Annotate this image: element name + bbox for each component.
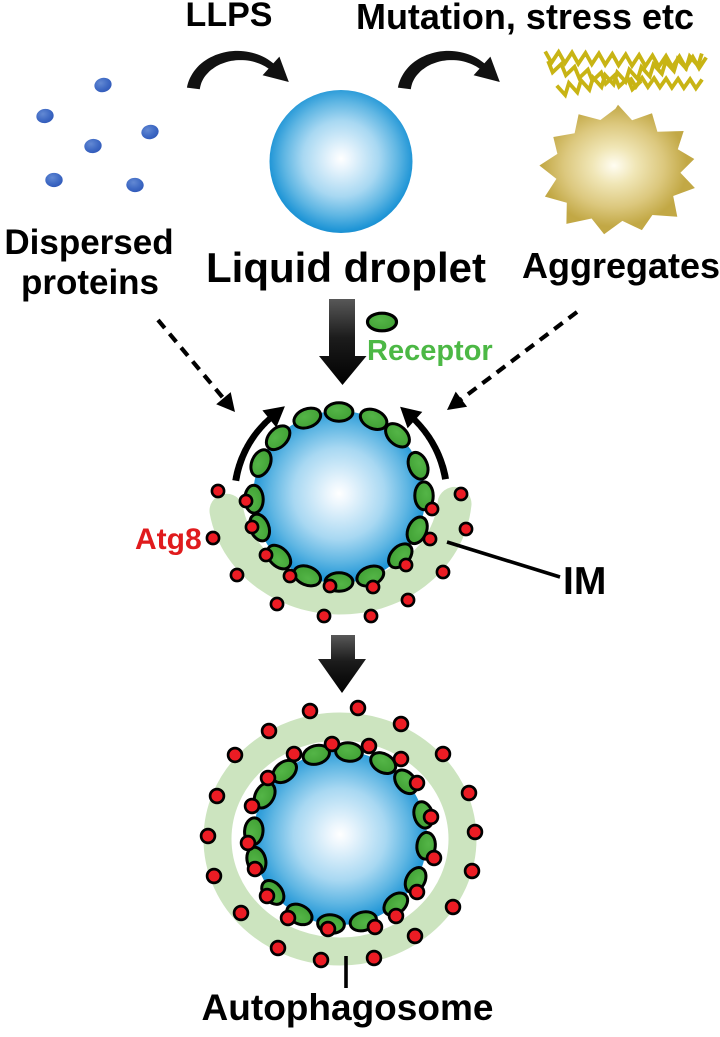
- svg-text:proteins: proteins: [21, 263, 159, 302]
- svg-text:Dispersed: Dispersed: [4, 223, 173, 262]
- svg-text:Atg8: Atg8: [135, 523, 202, 556]
- svg-text:Autophagosome: Autophagosome: [202, 987, 494, 1028]
- svg-text:IM: IM: [563, 560, 606, 603]
- svg-text:LLPS: LLPS: [186, 0, 273, 34]
- svg-text:Liquid droplet: Liquid droplet: [206, 244, 486, 291]
- svg-text:Mutation, stress etc: Mutation, stress etc: [356, 0, 694, 37]
- svg-text:Aggregates: Aggregates: [522, 245, 720, 286]
- svg-text:Receptor: Receptor: [367, 335, 493, 367]
